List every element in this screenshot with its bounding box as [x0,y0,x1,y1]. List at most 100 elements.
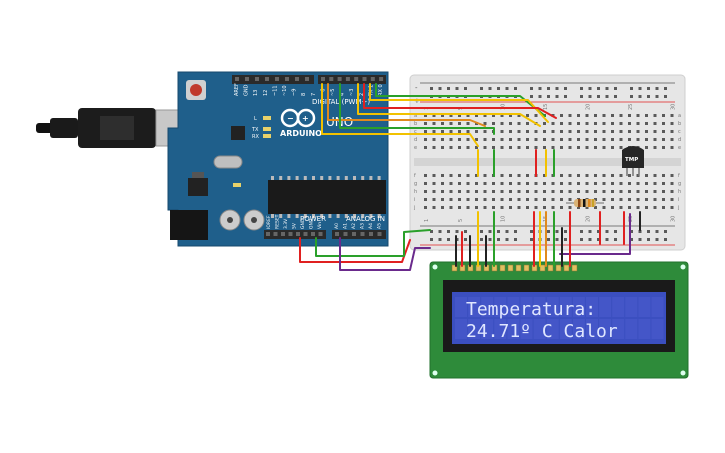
rail-hole [580,238,583,241]
power-pin-label: 3.3V [283,218,289,229]
analog-pin-label: A5 [377,223,383,229]
breadboard-hole [500,206,504,209]
breadboard-hole [653,122,657,125]
lcd-cell [494,319,507,339]
breadboard-hole [602,146,606,149]
breadboard-hole [483,174,487,177]
wire-yellow-d5 [357,83,541,127]
row-letter: a [414,113,417,119]
rail-hole [664,87,667,90]
row-letter: h [678,189,681,195]
chip-pin [287,176,291,180]
breadboard-hole [492,182,495,185]
rail-hole [530,230,533,233]
rail-hole [655,238,659,241]
breadboard-hole [577,174,580,177]
rail-hole [455,230,459,233]
breadboard-hole [594,174,597,177]
breadboard-hole [466,130,470,133]
breadboard-hole [602,138,606,141]
lcd-cell [599,319,612,339]
header-pin [311,232,315,236]
lcd-cell [494,297,507,317]
breadboard-hole [619,206,623,209]
rail-minus-label: - [415,84,418,92]
breadboard-hole [432,206,436,209]
breadboard-hole [424,174,427,177]
top-header-left [232,75,314,84]
breadboard-hole [432,138,436,141]
breadboard-hole [568,182,572,185]
breadboard-hole [662,206,665,209]
breadboard-hole [645,130,648,133]
lcd-line-2: 24.71º C Calor [466,321,618,342]
top-pin-label: ~10 [282,85,288,96]
breadboard-hole [543,138,546,141]
rail-hole [430,87,433,90]
breadboard-hole [670,122,674,125]
breadboard-hole [645,190,648,193]
rail-hole [647,87,650,90]
breadboard-hole [458,138,461,141]
breadboard-hole [594,182,597,185]
lcd-cell [638,319,651,339]
breadboard-hole [636,190,640,193]
header-pin [245,77,249,81]
breadboard-hole [517,138,521,141]
top-pin-label: 12 [263,90,269,96]
lcd-cell [559,297,572,317]
breadboard-hole [619,182,623,185]
breadboard-hole [500,182,504,185]
wire-green-top [339,83,495,135]
voltage-regulator [188,178,208,196]
header-pin [362,77,367,81]
breadboard-hole [662,130,665,133]
breadboard-hole [466,206,470,209]
breadboard-hole [449,198,453,201]
rail-hole [588,87,592,90]
chip-pin [271,176,274,180]
row-letter: h [414,189,417,195]
breadboard-hole [653,174,657,177]
top-pin-label: GND [244,84,250,96]
row-letter: g [414,181,417,187]
analog-pin-label: A0 [334,223,340,229]
breadboard-hole [577,122,580,125]
column-number: 10 [501,216,507,222]
lcd-cell [651,297,664,317]
rail-hole [647,230,650,233]
breadboard-hole [492,122,495,125]
breadboard-hole [500,190,504,193]
rail-hole [614,95,617,98]
analog-header [332,230,386,239]
lcd-cell [651,319,664,339]
breadboard-hole [619,130,623,133]
chip-pin [320,214,324,218]
breadboard-hole [543,130,546,133]
rail-hole [530,238,533,241]
breadboard-hole [466,182,470,185]
header-pin [337,77,342,81]
brand-label: ARDUINO [280,129,322,138]
breadboard-hole [534,182,538,185]
row-letter: g [678,181,681,187]
breadboard-hole [611,130,614,133]
breadboard-hole [475,130,478,133]
breadboard-hole [492,190,495,193]
breadboard-hole [551,206,555,209]
breadboard-hole [577,182,580,185]
breadboard-hole [466,138,470,141]
header-pin [329,77,334,81]
breadboard-hole [560,122,563,125]
breadboard-hole [594,190,597,193]
wire-red-d4 [363,83,557,119]
breadboard-hole [619,174,623,177]
rail-hole [438,238,442,241]
breadboard-hole [585,182,589,185]
crystal [213,155,243,169]
power-pin-label: 5V [292,222,298,229]
chip-pin [353,176,356,180]
breadboard-hole [577,138,580,141]
breadboard-hole [585,206,589,209]
